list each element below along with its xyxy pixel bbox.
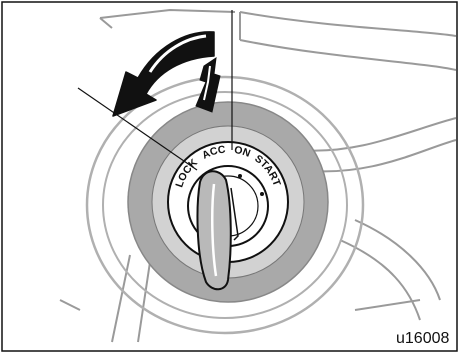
figure-code: u16008 bbox=[396, 330, 449, 347]
